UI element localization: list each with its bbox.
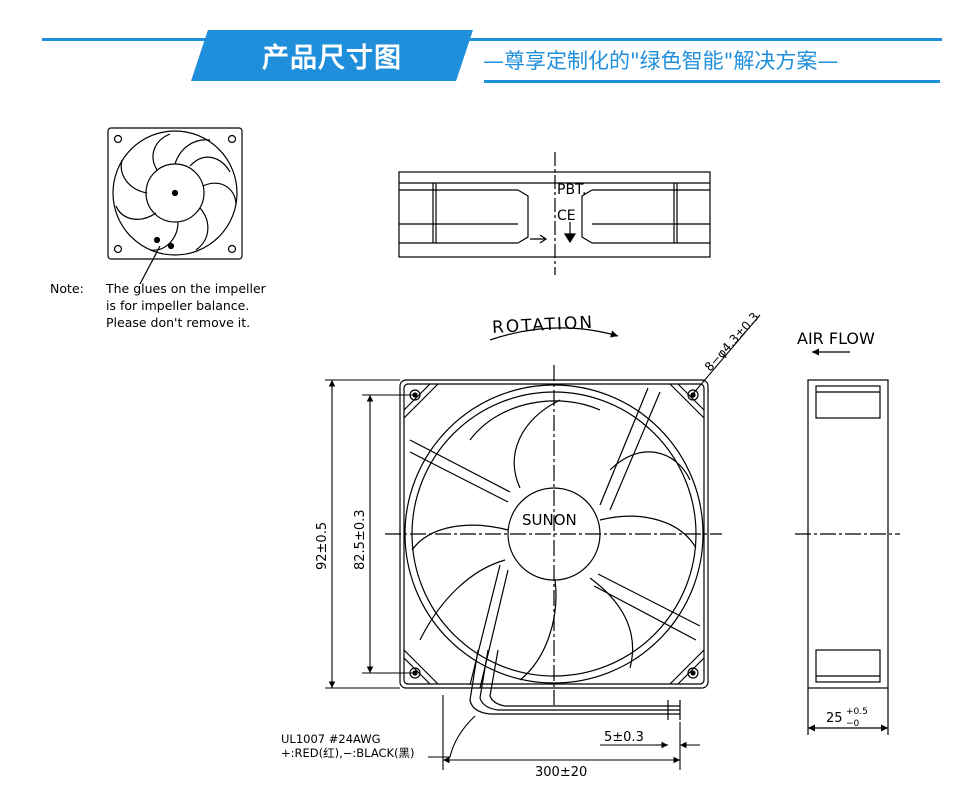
dim-outer: 92±0.5 [315,522,330,570]
hole-spec-leader [691,314,761,396]
side-view-drawing [795,348,900,735]
top-view-drawing [398,152,711,275]
rotation-arrow [489,327,619,341]
wire-spec-2: +:RED(红),−:BLACK(黑) [281,746,415,760]
front-fan-drawing [385,365,722,720]
wire-dimensions [428,695,700,770]
dim-lead: 300±20 [535,765,587,780]
dim-depth-tol-minus: −0 [846,719,860,729]
rotation-label: ROTATION [492,313,595,338]
note-line-1: The glues on the impeller [105,281,267,296]
banner-subtitle: —尊享定制化的"绿色智能"解决方案— [483,49,839,73]
small-fan-drawing [107,127,243,285]
wire-spec-1: UL1007 #24AWG [281,732,381,746]
brand-label: SUNON [522,511,577,529]
note-line-3: Please don't remove it. [106,315,250,330]
airflow-label: AIR FLOW [797,329,875,348]
dim-depth-tol-plus: +0.5 [846,707,868,717]
ce-mark: CE [557,208,576,224]
hole-spec: 8−φ4.3±0.3 [702,310,762,374]
material-label: PBT. [557,182,586,198]
note-line-2: is for impeller balance. [106,298,249,313]
left-dimensions [325,379,415,689]
dim-hole-spacing: 82.5±0.3 [353,509,368,570]
note-label: Note: [50,281,84,296]
banner-underline [484,80,940,83]
dim-strip: 5±0.3 [604,730,644,745]
banner-rule [42,38,942,41]
dim-depth: 25 [826,711,843,726]
banner-title: 产品尺寸图 [191,30,473,81]
